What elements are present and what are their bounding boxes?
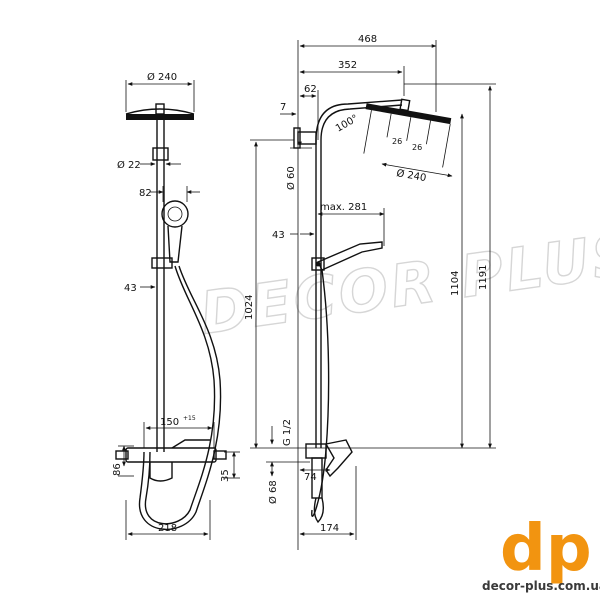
front-hose-outer [138, 265, 222, 531]
front-head: Ø 240 [125, 71, 195, 120]
front-handshower: 82 [139, 186, 200, 263]
front-riser: Ø 22 [117, 120, 181, 452]
side-head-height-label: 1104 [450, 271, 461, 296]
side-view: 468 352 62 7 [244, 34, 496, 550]
front-pipe-diameter-label: Ø 22 [117, 159, 141, 171]
side-total-reach-label: 468 [358, 34, 377, 45]
side-flange-diameter-label: Ø 68 [267, 480, 279, 504]
front-holder-offset-label: 43 [124, 283, 137, 294]
front-holder: 43 [124, 257, 173, 294]
watermark-text: DECOR PLUS [196, 219, 600, 348]
side-mixer-depth-label: 74 [304, 472, 317, 483]
side-adjust-height-label: 1024 [244, 295, 255, 320]
front-mixer-tolerance-label: +15 [183, 415, 196, 422]
side-riser [293, 99, 403, 448]
side-wall-offset-label: 62 [304, 84, 317, 95]
front-mixer-width-label: 218 [158, 523, 177, 534]
side-max-holder-label: max. 281 [320, 202, 367, 213]
side-bracket-offset-label: 7 [280, 102, 286, 113]
brand-logo-mark: dp [500, 512, 592, 586]
front-hose [144, 265, 216, 525]
side-head-diameter-label: Ø 240 [395, 167, 427, 184]
side-mixer [305, 439, 353, 524]
side-arm-reach-label: 352 [338, 60, 357, 71]
front-handshower-depth-label: 82 [139, 188, 152, 199]
side-total-height-label: 1191 [478, 265, 489, 290]
side-pipe-diameter-label: Ø 60 [285, 166, 297, 190]
side-angle-label: 100° [334, 113, 360, 135]
side-holder-offset-label: 43 [272, 230, 285, 241]
side-spray-1-label: 26 [392, 137, 402, 146]
front-mixer: 150 +15 86 35 218 [112, 415, 240, 540]
brand-logo-url: decor-plus.com.ua [482, 579, 600, 593]
side-head [363, 98, 452, 168]
front-spout-offset-label: 35 [220, 469, 231, 482]
brand-logo: dp decor-plus.com.ua [482, 512, 600, 593]
side-connection-label: G 1/2 [282, 419, 293, 446]
front-mixer-height-label: 86 [112, 463, 123, 476]
front-view: Ø 240 Ø 22 82 4 [112, 71, 240, 540]
side-base-depth-label: 174 [320, 523, 339, 534]
side-spray-2-label: 26 [412, 143, 422, 152]
front-mixer-centers-label: 150 [160, 417, 179, 428]
front-head-diameter-label: Ø 240 [147, 71, 177, 83]
